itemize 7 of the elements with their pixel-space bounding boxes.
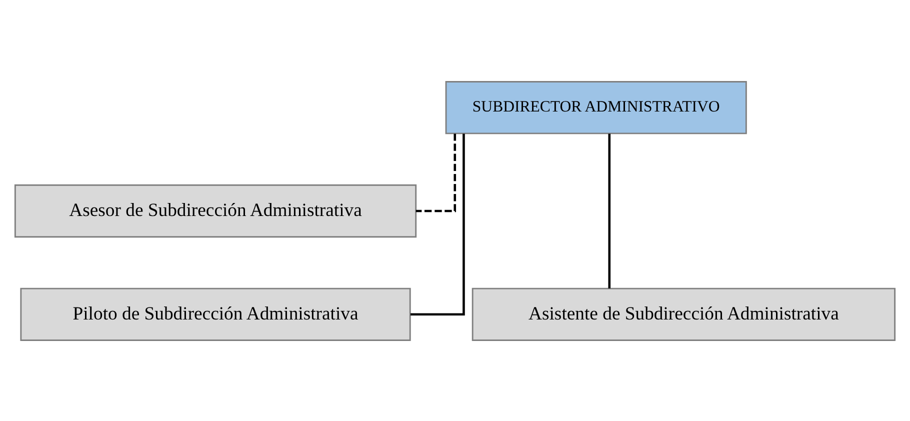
node-box: SUBDIRECTOR ADMINISTRATIVO (445, 80, 747, 134)
connector (410, 133, 465, 316)
node-box: Asistente de Subdirección Administrativa (472, 287, 896, 340)
connector (608, 133, 611, 288)
connector (416, 133, 456, 212)
node-box: Piloto de Subdirección Administrativa (20, 287, 411, 340)
node-box: Asesor de Subdirección Administrativa (14, 184, 417, 238)
